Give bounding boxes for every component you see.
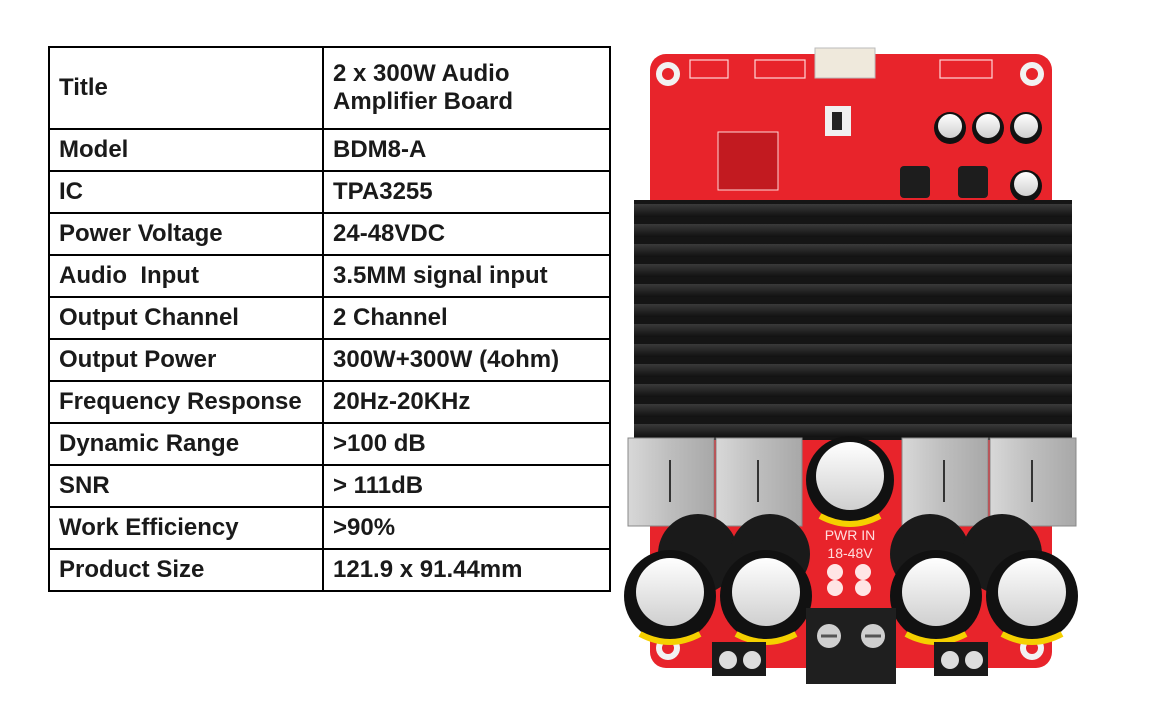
spec-value: > 111dB: [322, 464, 611, 508]
spec-row-power-voltage: Power Voltage 24-48VDC: [48, 212, 611, 256]
spec-value: 20Hz-20KHz: [322, 380, 611, 424]
spec-table: Title 2 x 300W Audio Amplifier Board Mod…: [48, 46, 611, 592]
spec-value: >100 dB: [322, 422, 611, 466]
spec-value: 300W+300W (4ohm): [322, 338, 611, 382]
spec-key: SNR: [48, 464, 324, 508]
spec-value: >90%: [322, 506, 611, 550]
inductor-1: [900, 166, 930, 198]
spec-row-dynamic-range: Dynamic Range >100 dB: [48, 422, 611, 466]
spec-row-product-size: Product Size 121.9 x 91.44mm: [48, 548, 611, 592]
spec-row-output-power: Output Power 300W+300W (4ohm): [48, 338, 611, 382]
spec-value: BDM8-A: [322, 128, 611, 172]
spec-key: Model: [48, 128, 324, 172]
inductor-2: [958, 166, 988, 198]
spec-value: 24-48VDC: [322, 212, 611, 256]
spec-key: Frequency Response: [48, 380, 324, 424]
spec-key: Product Size: [48, 548, 324, 592]
spec-row-ic: IC TPA3255: [48, 170, 611, 214]
spec-row-frequency-response: Frequency Response 20Hz-20KHz: [48, 380, 611, 424]
spec-value: 3.5MM signal input: [322, 254, 611, 298]
spec-row-title: Title 2 x 300W Audio Amplifier Board: [48, 46, 611, 130]
spec-key: IC: [48, 170, 324, 214]
bt-module: [717, 131, 779, 191]
spec-row-audio-input: Audio Input 3.5MM signal input: [48, 254, 611, 298]
spec-value: 2 x 300W Audio Amplifier Board: [322, 46, 611, 130]
spec-value: 121.9 x 91.44mm: [322, 548, 611, 592]
spec-row-snr: SNR > 111dB: [48, 464, 611, 508]
output-inductors: [627, 437, 1077, 527]
voltage-label: 18-48V: [827, 545, 873, 561]
spec-key: Audio Input: [48, 254, 324, 298]
spec-key: Output Channel: [48, 296, 324, 340]
spec-key: Output Power: [48, 338, 324, 382]
small-capacitors: [934, 112, 1042, 202]
spec-value: 2 Channel: [322, 296, 611, 340]
terminal-blocks: [712, 608, 988, 684]
spec-key: Title: [48, 46, 324, 130]
power-in-label: PWR IN: [825, 527, 876, 543]
spec-key: Work Efficiency: [48, 506, 324, 550]
spec-key: Power Voltage: [48, 212, 324, 256]
heatsink: [634, 200, 1072, 440]
spec-key: Dynamic Range: [48, 422, 324, 466]
spec-row-output-channel: Output Channel 2 Channel: [48, 296, 611, 340]
spec-row-model: Model BDM8-A: [48, 128, 611, 172]
amplifier-board-image: PWR IN 18-48V: [624, 47, 1078, 684]
spec-value: TPA3255: [322, 170, 611, 214]
spec-row-work-efficiency: Work Efficiency >90%: [48, 506, 611, 550]
center-capacitor: [806, 436, 894, 527]
polarity-icons: [827, 564, 871, 596]
top-connector: [814, 47, 876, 79]
bulk-capacitors: [624, 514, 1078, 645]
